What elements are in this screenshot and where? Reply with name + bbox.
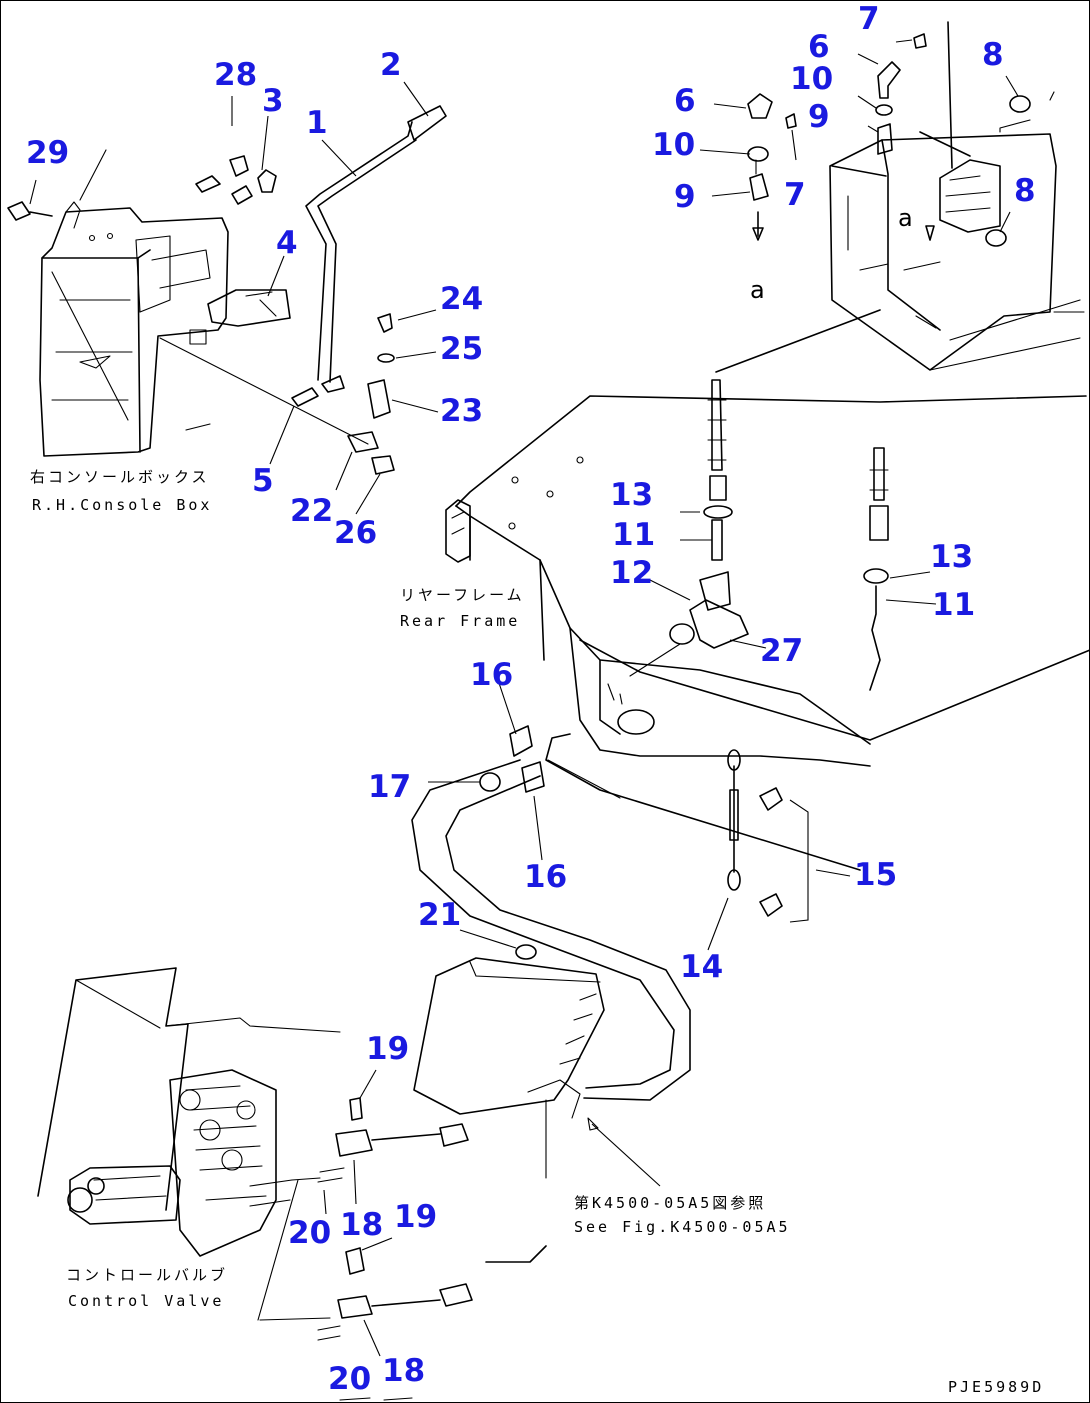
callout-24: 24 [440,281,484,317]
console-box-label-en: R.H.Console Box [32,496,213,514]
see-fig-arrow [587,1117,599,1131]
top-right-hardware [699,33,1031,247]
callout-17: 17 [368,769,412,805]
see-fig-leader [591,1123,661,1187]
callout-16-bottom: 16 [524,859,568,895]
valve-bracket [413,929,605,1119]
callout-19-bottom: 19 [394,1199,438,1235]
rear-frame-label-jp: リヤーフレーム [400,586,525,604]
callout-13-left: 13 [610,477,654,513]
view-a-label: a [750,276,765,304]
callout-11-left: 11 [612,517,656,553]
view-a-mark: a [898,204,913,232]
callout-27: 27 [760,633,804,669]
callout-26: 26 [334,515,378,551]
callout-4: 4 [276,225,298,261]
control-valve [37,967,341,1257]
rear-frame [445,395,1090,871]
callout-21: 21 [418,897,462,933]
callout-9-left: 9 [674,179,696,215]
rh-console-box [39,149,229,457]
main-cable [411,673,691,1101]
callout-23: 23 [440,393,484,429]
callout-19-top: 19 [366,1031,410,1067]
callout-25: 25 [440,331,484,367]
upper-right-box [829,21,1085,371]
bracket-4 [207,255,291,327]
callout-6-left: 6 [674,83,696,119]
callout-5: 5 [252,463,274,499]
callout-9-top: 9 [808,99,830,135]
callout-20-top: 20 [288,1215,332,1251]
rear-frame-label-en: Rear Frame [400,612,521,630]
control-valve-label-en: Control Valve [68,1292,225,1310]
callout-1: 1 [306,105,328,141]
callout-15: 15 [854,857,898,893]
upper-cable [680,309,937,691]
console-box-label-jp: 右コンソールボックス [30,468,210,486]
see-fig-label-en: See Fig.K4500-05A5 [574,1218,791,1236]
spring-14-clamps-15 [707,749,851,951]
lever [305,81,447,393]
callout-29: 29 [26,135,70,171]
console-screws [7,96,277,221]
callout-8-top: 8 [982,37,1004,73]
callout-8-right: 8 [1014,173,1036,209]
callout-16-top: 16 [470,657,514,693]
callout-14: 14 [680,949,724,985]
callout-12: 12 [610,555,654,591]
valve-cable-ends [257,1069,547,1401]
control-valve-label-jp: コントロールバルブ [66,1266,229,1284]
callout-20-bottom: 20 [328,1361,372,1397]
callout-18-top: 18 [340,1207,384,1243]
bracket-12-27 [629,571,767,677]
see-fig-label-jp: 第K4500-05A5図参照 [574,1194,767,1212]
callout-10-left: 10 [652,127,696,163]
callout-3: 3 [262,83,284,119]
callout-18-bottom: 18 [382,1353,426,1389]
callout-11-right: 11 [932,587,976,623]
callout-2: 2 [380,47,402,83]
callout-6-top: 6 [808,29,830,65]
callout-10-top: 10 [790,61,834,97]
callout-28: 28 [214,57,258,93]
callout-13-right: 13 [930,539,974,575]
drawing-number: PJE5989D [948,1378,1045,1396]
callout-7-left: 7 [784,177,806,213]
callout-22: 22 [290,493,334,529]
callout-7-top: 7 [858,1,880,37]
pivot-line [159,337,369,445]
rod-end-parts [269,309,439,515]
